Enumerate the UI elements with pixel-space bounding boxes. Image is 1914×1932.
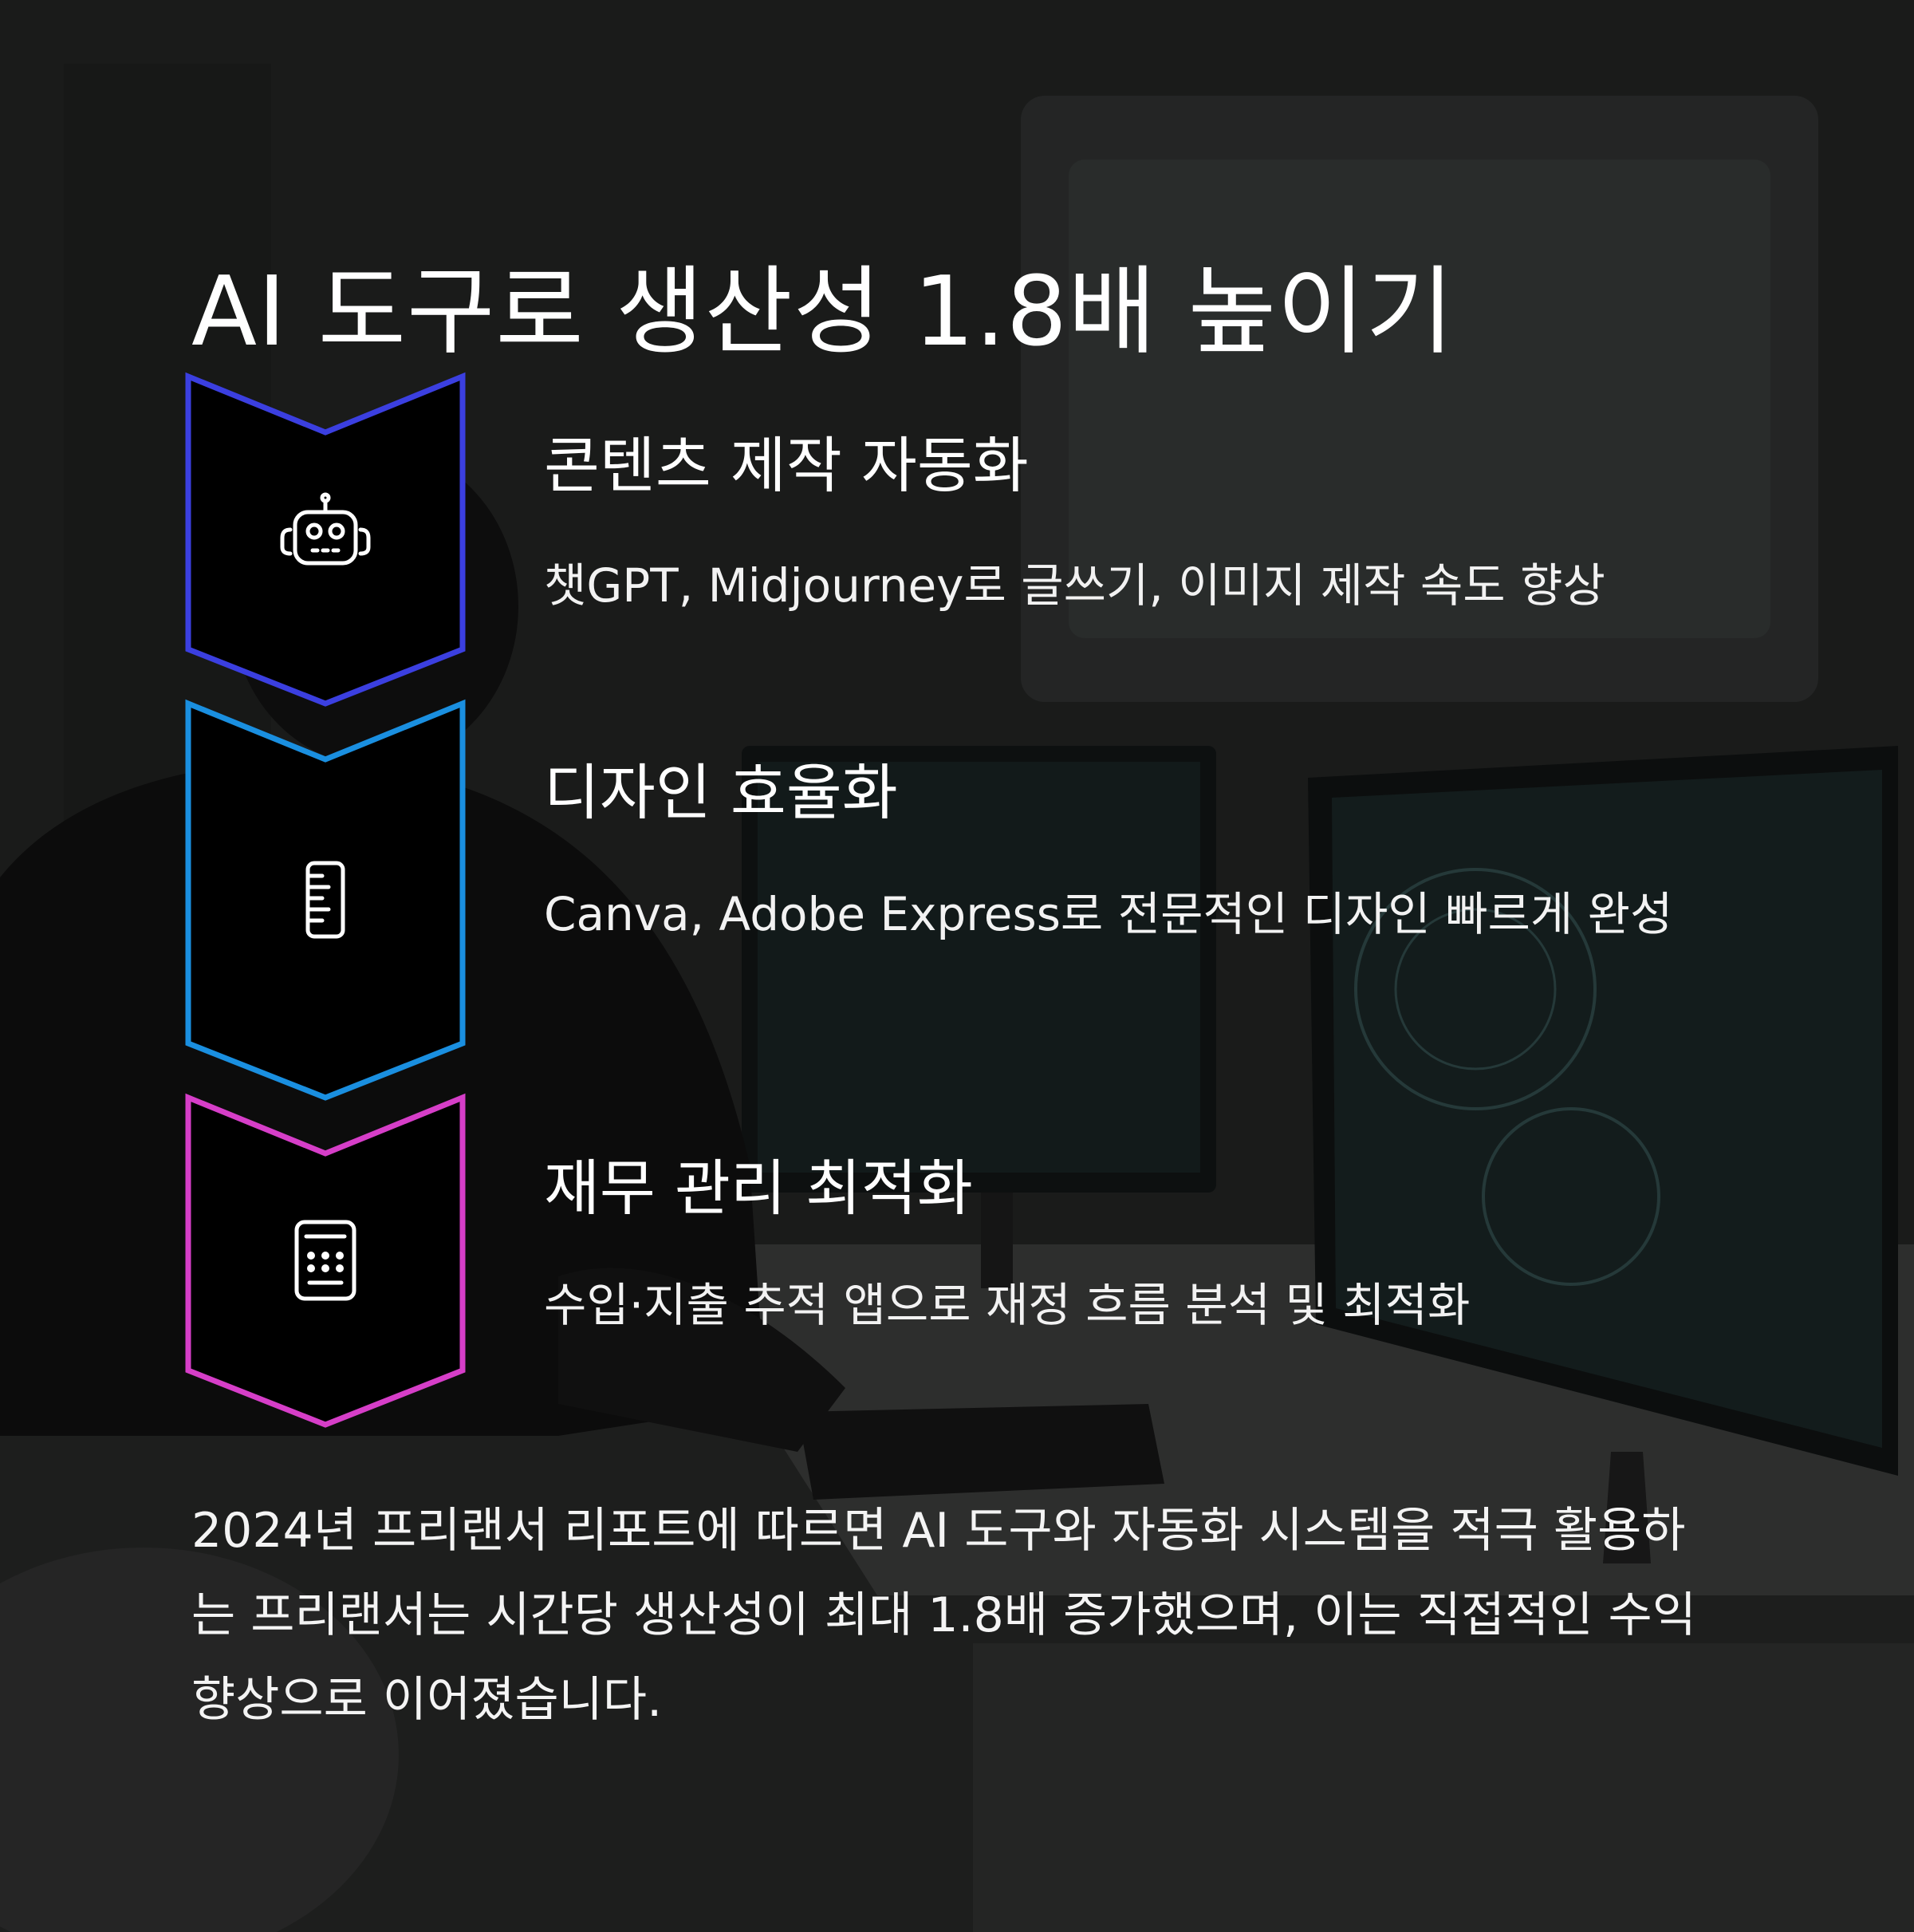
step-chevrons — [185, 372, 466, 1428]
chevron-step-2 — [185, 699, 466, 1101]
feature-desc-design-efficiency: Canva, Adobe Express로 전문적인 디자인 빠르게 완성 — [544, 887, 1673, 941]
ruler-icon — [305, 861, 345, 939]
calculator-icon — [294, 1220, 356, 1301]
robot-icon — [280, 492, 371, 566]
feature-desc-content-automation: 챗GPT, Midjourney로 글쓰기, 이미지 제작 속도 향상 — [544, 558, 1605, 613]
page-title: AI 도구로 생산성 1.8배 높이기 — [191, 257, 1455, 369]
feature-title-finance-optimization: 재무 관리 최적화 — [544, 1153, 973, 1224]
feature-desc-finance-optimization: 수입·지출 추적 앱으로 재정 흐름 분석 및 최적화 — [544, 1278, 1471, 1332]
feature-title-design-efficiency: 디자인 효율화 — [544, 757, 898, 828]
summary-paragraph: 2024년 프리랜서 리포트에 따르면 AI 도구와 자동화 시스템을 적극 활… — [191, 1503, 1696, 1728]
feature-title-content-automation: 콘텐츠 제작 자동화 — [544, 430, 1029, 501]
chevron-step-1 — [185, 372, 466, 707]
chevron-step-3 — [185, 1093, 466, 1428]
